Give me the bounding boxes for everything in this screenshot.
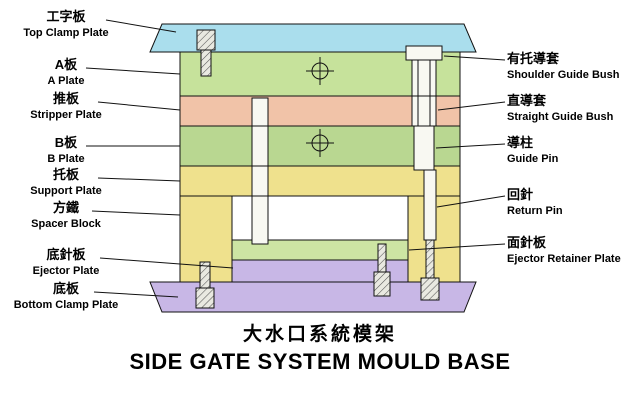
top-clamp-plate [149, 23, 477, 53]
screw-hole-symbol-b [306, 129, 334, 157]
label-ejector-plate-zh: 底針板 [46, 247, 86, 262]
label-guide-pin: 導柱 Guide Pin [507, 135, 640, 166]
label-support-plate-zh: 托板 [52, 167, 79, 182]
label-spacer-block-en: Spacer Block [31, 217, 101, 230]
return-pin [423, 169, 437, 241]
label-top-clamp-plate: 工字板 Top Clamp Plate [0, 9, 132, 40]
leader-bottom-clamp-plate [93, 291, 179, 298]
straight-guide-bush [411, 95, 437, 127]
label-top-clamp-plate-zh: 工字板 [46, 9, 86, 24]
screw-ejector [373, 243, 391, 297]
label-support-plate: 托板 Support Plate [0, 167, 132, 198]
diagram-title-zh: 大水口系統模架 [242, 324, 397, 345]
leader-ejector-plate [99, 257, 234, 269]
label-straight-guide-bush-zh: 直導套 [507, 93, 547, 108]
leader-stripper-plate [97, 101, 181, 111]
label-top-clamp-plate-en: Top Clamp Plate [23, 26, 109, 39]
label-a-plate: A板 A Plate [0, 57, 132, 88]
leader-shoulder-guide-bush [443, 55, 506, 61]
label-ejector-retainer-plate-en: Ejector Retainer Plate [507, 252, 621, 265]
leader-return-pin [436, 195, 506, 208]
label-return-pin-en: Return Pin [507, 204, 563, 217]
label-spacer-block: 方鐵 Spacer Block [0, 200, 132, 231]
leader-straight-guide-bush [437, 101, 506, 111]
label-b-plate-zh: B板 [54, 135, 78, 150]
ejector-plate [231, 259, 409, 283]
label-shoulder-guide-bush: 有托導套 Shoulder Guide Bush [507, 51, 640, 82]
label-straight-guide-bush: 直導套 Straight Guide Bush [507, 93, 640, 124]
label-ejector-plate-en: Ejector Plate [32, 264, 100, 277]
label-return-pin-zh: 回針 [507, 187, 534, 202]
label-bottom-clamp-plate: 底板 Bottom Clamp Plate [0, 281, 132, 312]
label-stripper-plate: 推板 Stripper Plate [0, 91, 132, 122]
label-stripper-plate-zh: 推板 [52, 91, 79, 106]
label-bottom-clamp-plate-zh: 底板 [52, 281, 79, 296]
label-shoulder-guide-bush-en: Shoulder Guide Bush [507, 68, 620, 81]
label-shoulder-guide-bush-zh: 有托導套 [507, 51, 560, 66]
screw-bottom-right [420, 239, 440, 301]
label-ejector-plate: 底針板 Ejector Plate [0, 247, 132, 278]
label-b-plate: B板 B Plate [0, 135, 132, 166]
leader-ejector-retainer-plate [408, 243, 506, 251]
label-guide-pin-en: Guide Pin [507, 152, 559, 165]
diagram-title: 大水口系統模架 SIDE GATE SYSTEM MOULD BASE [0, 319, 640, 375]
leader-lines [85, 19, 506, 298]
label-ejector-retainer-plate: 面針板 Ejector Retainer Plate [507, 235, 640, 266]
leader-guide-pin [435, 143, 506, 149]
guide-pin-right [413, 60, 435, 171]
label-bottom-clamp-plate-en: Bottom Clamp Plate [13, 298, 119, 311]
label-spacer-block-zh: 方鐵 [52, 200, 79, 215]
screw-bottom-left [195, 261, 215, 309]
label-guide-pin-zh: 導柱 [507, 135, 534, 150]
screw-hole-symbol-a [306, 57, 334, 85]
guide-pin [251, 97, 269, 245]
leader-a-plate [85, 67, 181, 75]
label-a-plate-zh: A板 [54, 57, 78, 72]
label-a-plate-en: A Plate [47, 74, 85, 87]
label-straight-guide-bush-en: Straight Guide Bush [507, 110, 614, 123]
label-ejector-retainer-plate-zh: 面針板 [507, 235, 547, 250]
label-stripper-plate-en: Stripper Plate [30, 108, 102, 121]
leader-support-plate [97, 177, 181, 182]
diagram-title-en: SIDE GATE SYSTEM MOULD BASE [129, 349, 511, 374]
label-return-pin: 回針 Return Pin [507, 187, 640, 218]
label-support-plate-en: Support Plate [30, 184, 102, 197]
label-b-plate-en: B Plate [47, 152, 85, 165]
leader-spacer-block [91, 210, 181, 216]
screw-top-left [196, 29, 216, 77]
leader-top-clamp-plate [105, 19, 177, 33]
